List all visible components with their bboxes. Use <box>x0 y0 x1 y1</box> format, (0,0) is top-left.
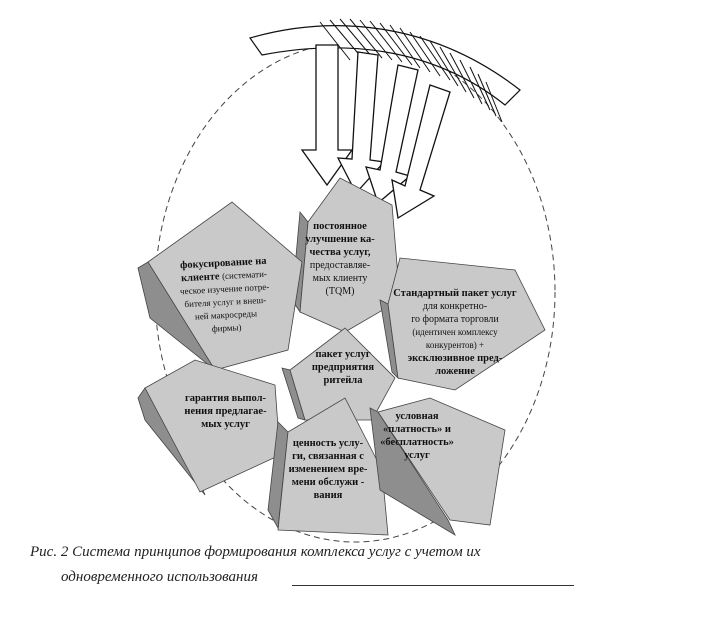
tqm-line-2: улучшение ка- <box>305 234 375 245</box>
guarantee-line-3: мых услуг <box>201 419 250 430</box>
focus-line-5: фирмы) <box>211 322 242 334</box>
label-standard: Стандартный пакет услуг для конкретно- г… <box>380 287 530 378</box>
conditional-line-1: условная <box>395 411 439 422</box>
caption-line-1: Рис. 2 Система принципов формирования ко… <box>30 544 481 560</box>
tqm-line-6: (TQM) <box>325 286 355 297</box>
standard-line-3: го формата торговли <box>411 314 499 325</box>
label-tqm: постоянное улучшение ка- чества услуг, п… <box>290 220 390 298</box>
standard-line-6: эксклюзивное пред- <box>407 353 503 364</box>
standard-line-7: ложение <box>435 366 475 377</box>
label-package: пакет услуг предприятия ритейла <box>298 348 388 387</box>
block-standard <box>379 257 546 391</box>
block-package <box>281 327 396 421</box>
value-line-2: ги, связанная с <box>292 451 364 462</box>
standard-line-5: конкурентов) + <box>425 340 485 350</box>
focus-line-1: (системати- <box>221 268 268 282</box>
block-value <box>267 397 389 536</box>
standard-line-1: Стандартный пакет услуг <box>393 288 517 299</box>
caption-line-2: одновременного использования <box>61 569 258 585</box>
arrow-1 <box>300 44 354 187</box>
hatched-arc-band <box>249 18 521 123</box>
focus-line-3: бителя услуг и внеш- <box>184 294 267 310</box>
value-line-1: ценность услу- <box>292 438 364 449</box>
focus-line-2: ческое изучение потре- <box>179 281 270 297</box>
package-line-3: ритейла <box>323 375 363 386</box>
guarantee-line-2: нения предлагае- <box>184 406 267 417</box>
label-guarantee: гарантия выпол- нения предлагае- мых усл… <box>168 392 283 431</box>
package-line-2: предприятия <box>311 362 375 373</box>
label-focus: фокусирование на клиенте (системати- чес… <box>158 254 292 339</box>
blocks <box>137 177 546 537</box>
standard-line-2: для конкретно- <box>422 301 488 312</box>
conditional-line-4: услуг <box>404 450 430 461</box>
arrows <box>300 44 451 220</box>
standard-line-4: (идентичен комплексу <box>412 327 498 337</box>
block-focus <box>137 201 303 372</box>
focus-title-2: клиенте <box>180 271 220 285</box>
value-line-5: вания <box>313 490 343 501</box>
block-conditional <box>369 397 506 537</box>
tqm-line-3: чества услуг, <box>309 247 371 258</box>
label-conditional: условная «платность» и «бесплатность» ус… <box>362 410 472 462</box>
label-value: ценность услу- ги, связанная с изменение… <box>278 437 378 502</box>
caption-underline <box>292 585 574 586</box>
tqm-line-5: мых клиенту <box>312 273 368 284</box>
tqm-line-4: предоставляе- <box>309 260 371 271</box>
arrow-4 <box>391 84 451 220</box>
value-line-4: мени обслужи - <box>291 477 365 488</box>
value-line-3: изменением вре- <box>288 464 368 475</box>
block-guarantee <box>137 359 281 496</box>
conditional-line-2: «платность» и <box>383 424 451 435</box>
guarantee-line-1: гарантия выпол- <box>184 393 267 404</box>
package-line-1: пакет услуг <box>315 349 371 360</box>
conditional-line-3: «бесплатность» <box>380 437 454 448</box>
tqm-line-1: постоянное <box>313 221 367 232</box>
focus-line-4: ней макросреды <box>194 308 258 322</box>
